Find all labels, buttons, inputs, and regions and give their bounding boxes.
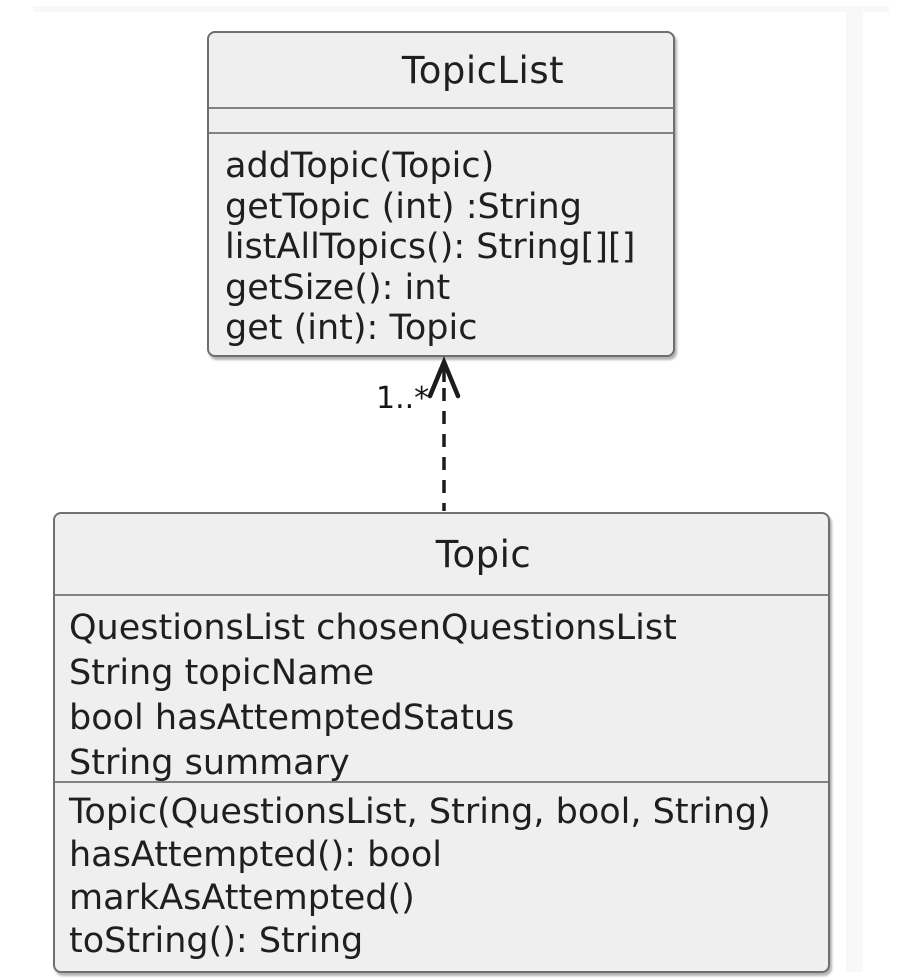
method-line: toString(): String: [69, 921, 364, 961]
method-line: get (int): Topic: [225, 308, 478, 348]
methods-compartment-topic: Topic(QuestionsList, String, bool, Strin…: [55, 781, 828, 963]
method-line: Topic(QuestionsList, String, bool, Strin…: [69, 792, 771, 832]
method-line: addTopic(Topic): [225, 146, 495, 186]
method-line: getSize(): int: [225, 267, 451, 308]
attribute-line: String summary: [69, 743, 350, 781]
multiplicity-label: 1..*: [376, 381, 430, 416]
class-box-topic: Topic QuestionsList chosenQuestionsList …: [53, 512, 830, 973]
class-title-topiclist: TopicList: [209, 33, 673, 107]
method-line: hasAttempted(): bool: [69, 835, 442, 875]
attributes-compartment-topic: QuestionsList chosenQuestionsList String…: [55, 594, 828, 781]
class-name-text: TopicList: [401, 48, 565, 92]
method-line: listAllTopics(): String[][]: [225, 227, 636, 267]
attribute-line: bool hasAttemptedStatus: [69, 698, 515, 738]
method-line: getTopic (int) :String: [225, 186, 582, 227]
class-box-topiclist: TopicList addTopic(Topic) getTopic (int)…: [207, 31, 675, 357]
attribute-line: QuestionsList chosenQuestionsList: [69, 608, 677, 648]
class-name-text: Topic: [435, 532, 532, 576]
open-arrowhead-icon: [427, 356, 461, 399]
top-edge-band: [33, 6, 889, 12]
right-edge-band: [846, 10, 863, 972]
methods-compartment-topiclist: addTopic(Topic) getTopic (int) :String l…: [209, 132, 673, 349]
method-line: markAsAttempted(): [69, 878, 415, 918]
attribute-line: String topicName: [69, 653, 375, 693]
attributes-compartment-topiclist: [209, 107, 673, 132]
class-title-topic: Topic: [55, 514, 828, 594]
